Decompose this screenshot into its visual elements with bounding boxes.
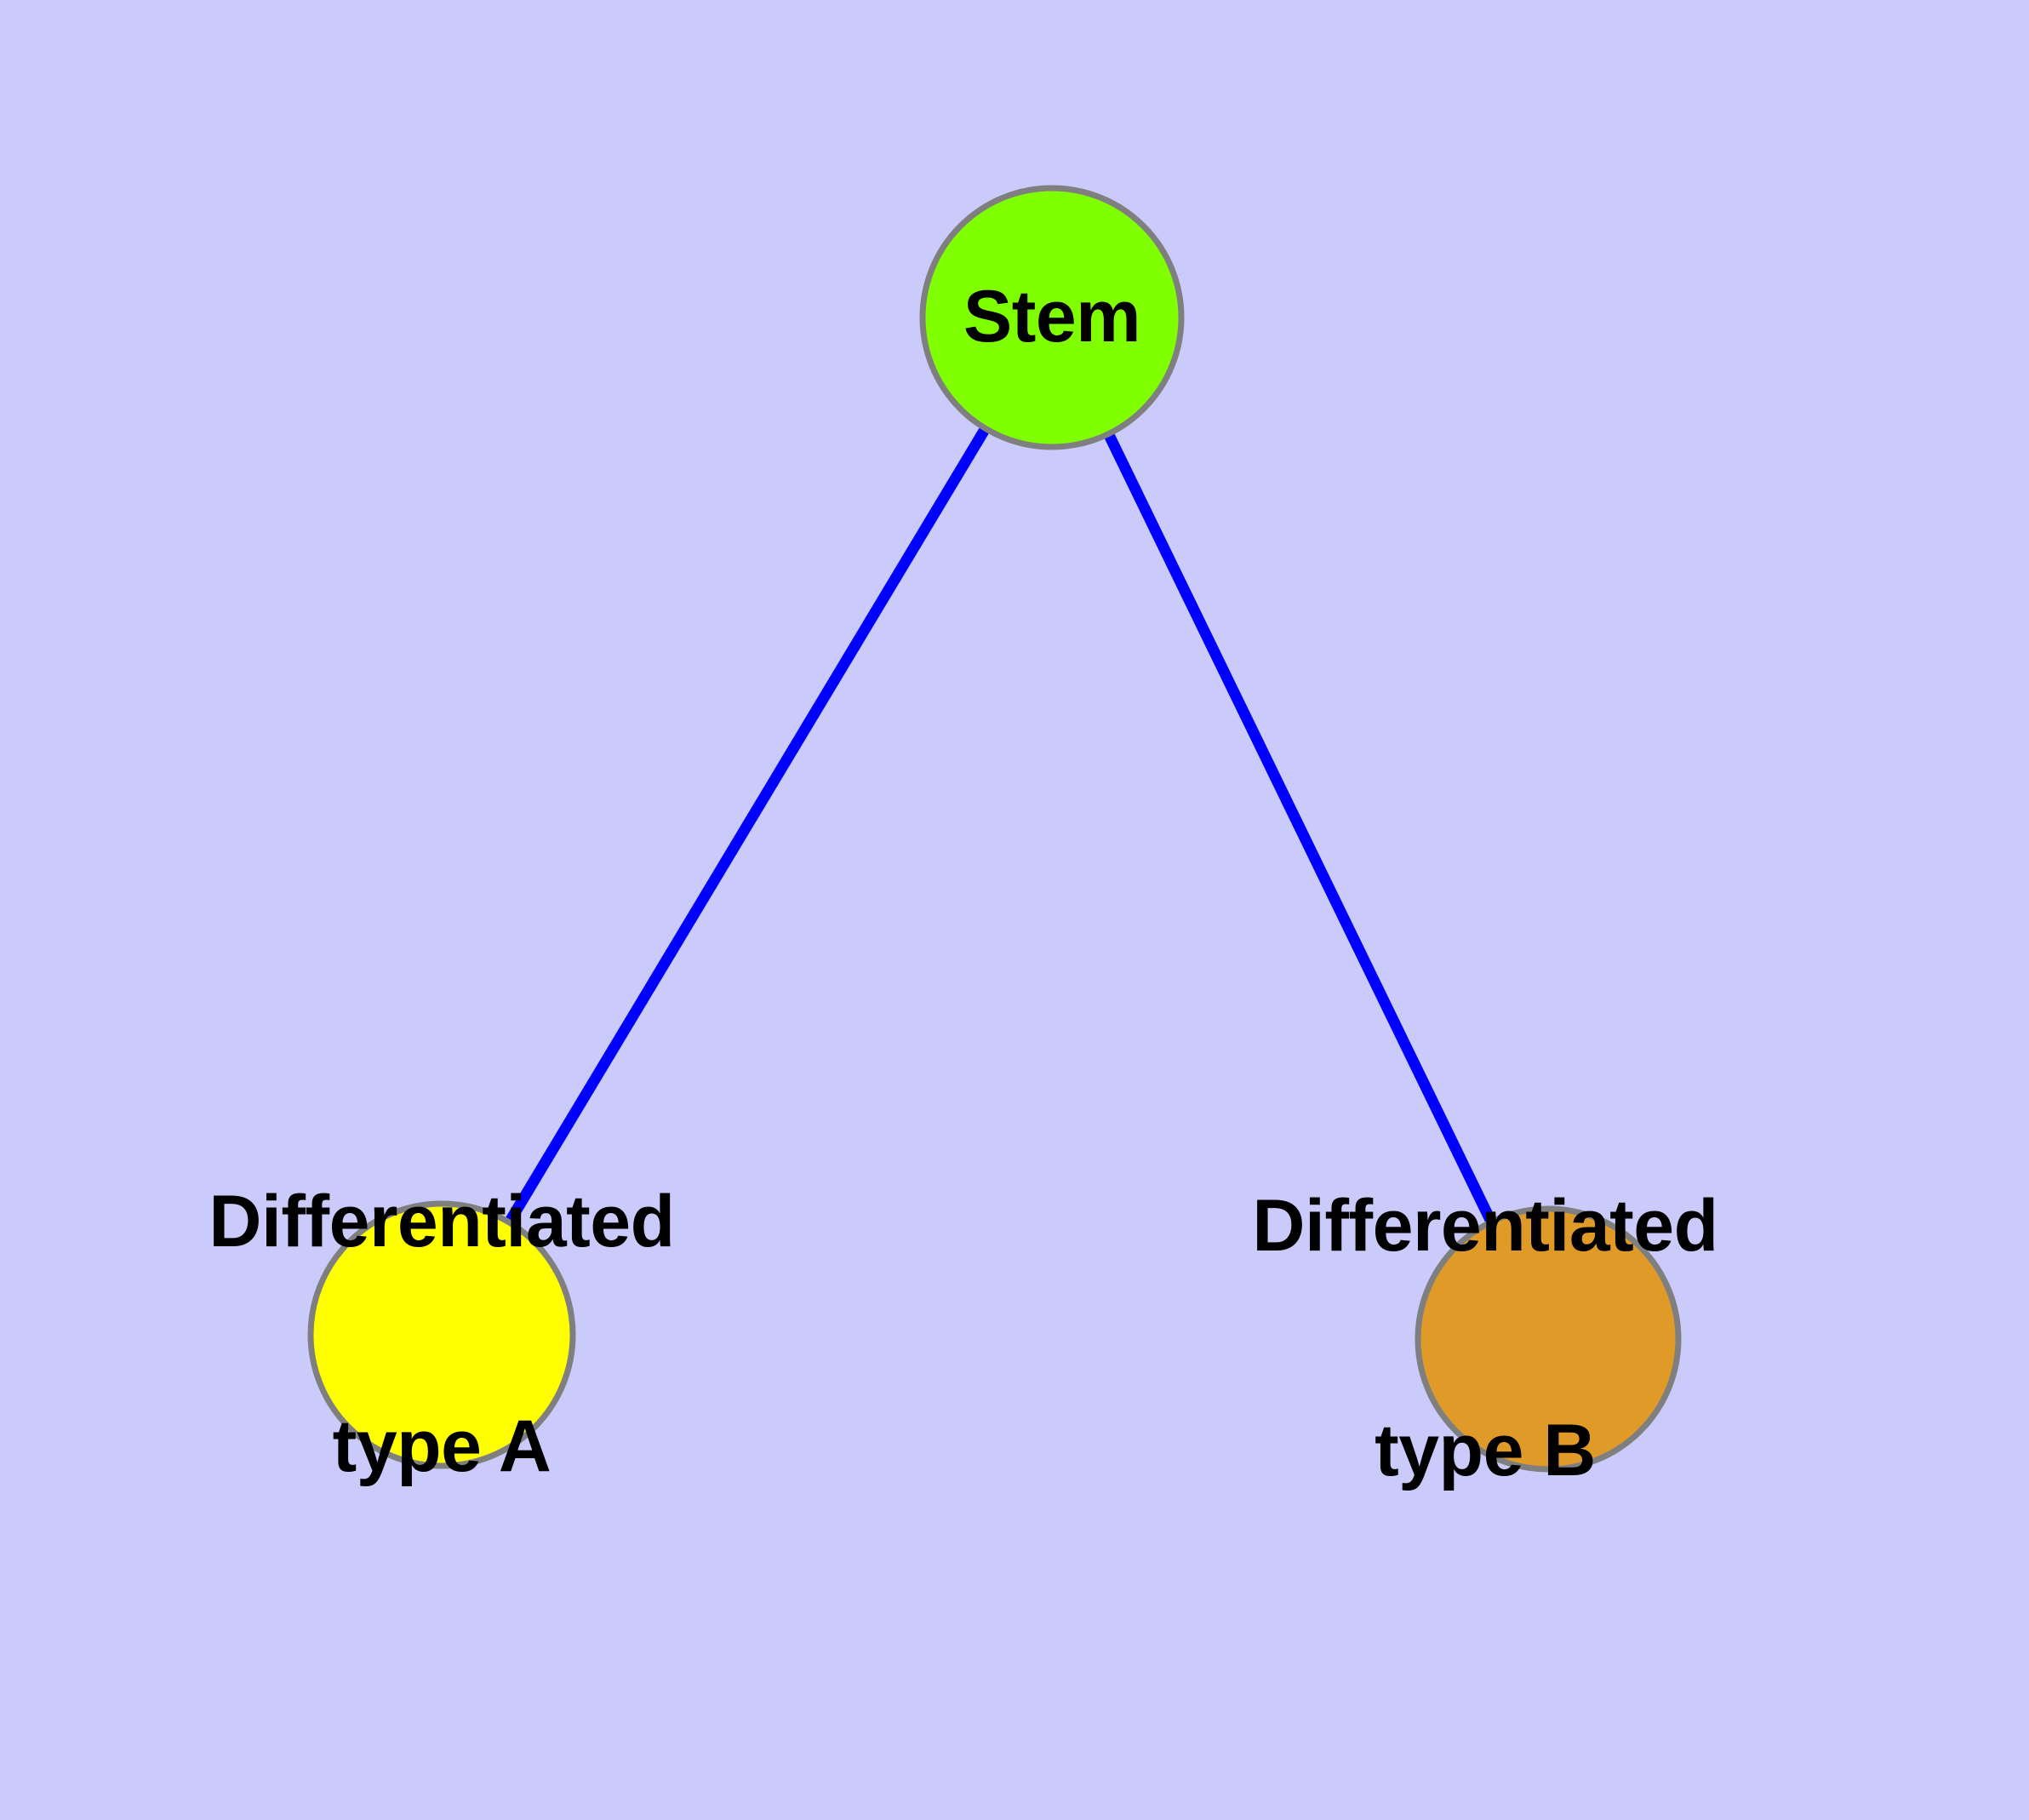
node-layer	[307, 185, 1682, 1473]
edge-layer	[437, 314, 1553, 1342]
edge-stem-to-differentiated-b[interactable]	[1047, 315, 1553, 1342]
node-stem[interactable]	[919, 185, 1185, 450]
edge-stem-to-differentiated-a[interactable]	[437, 314, 1057, 1338]
node-differentiated-type-b[interactable]	[1415, 1205, 1682, 1473]
node-differentiated-type-a[interactable]	[307, 1200, 576, 1469]
